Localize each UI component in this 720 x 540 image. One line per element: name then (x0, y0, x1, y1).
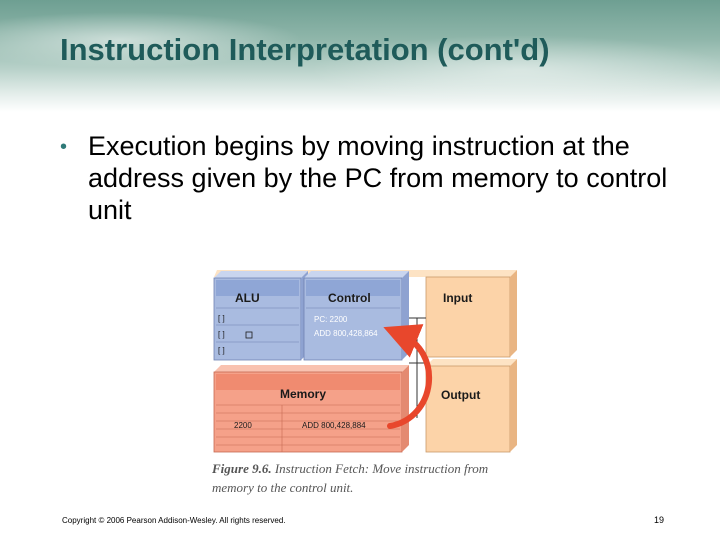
page-number: 19 (653, 515, 664, 525)
memory-box: Memory 2200 ADD 800,428,884 (213, 365, 409, 453)
alu-box: ALU [ ] [ ] [ ] (213, 271, 308, 361)
alu-gate-icon (245, 331, 253, 339)
output-box: Output (425, 359, 517, 453)
slide-title: Instruction Interpretation (cont'd) (60, 32, 550, 67)
memory-contents: ADD 800,428,884 (302, 421, 366, 430)
pc-text: PC: 2200 (314, 315, 348, 324)
alu-label: ALU (235, 291, 260, 305)
figure-caption: Figure 9.6. Instruction Fetch: Move inst… (212, 459, 518, 497)
input-box: Input (214, 270, 517, 358)
control-label: Control (328, 291, 371, 305)
control-box: Control PC: 2200 ADD 800,428,864 (303, 271, 409, 361)
bullet-icon: • (60, 136, 68, 158)
caption-label: Figure 9.6. (212, 461, 272, 476)
output-label: Output (441, 388, 480, 402)
caption-text: Instruction Fetch: Move instruction from… (212, 461, 489, 495)
memory-address: 2200 (234, 421, 252, 430)
fetch-arrow-icon (383, 324, 433, 429)
alu-register-1: [ ] (218, 314, 225, 323)
memory-label: Memory (280, 387, 326, 401)
bullet-text: Execution begins by moving instruction a… (88, 131, 668, 225)
title-banner (0, 0, 720, 112)
alu-register-2: [ ] (218, 330, 225, 339)
computer-diagram: Input Output ALU [ ] [ ] (213, 270, 517, 453)
copyright-notice: Copyright © 2006 Pearson Addison-Wesley.… (62, 516, 286, 525)
input-label: Input (443, 291, 472, 305)
computer-diagram-figure: Input Output ALU [ ] [ ] (212, 268, 518, 500)
control-instruction: ADD 800,428,864 (314, 329, 378, 338)
alu-register-3: [ ] (218, 346, 225, 355)
